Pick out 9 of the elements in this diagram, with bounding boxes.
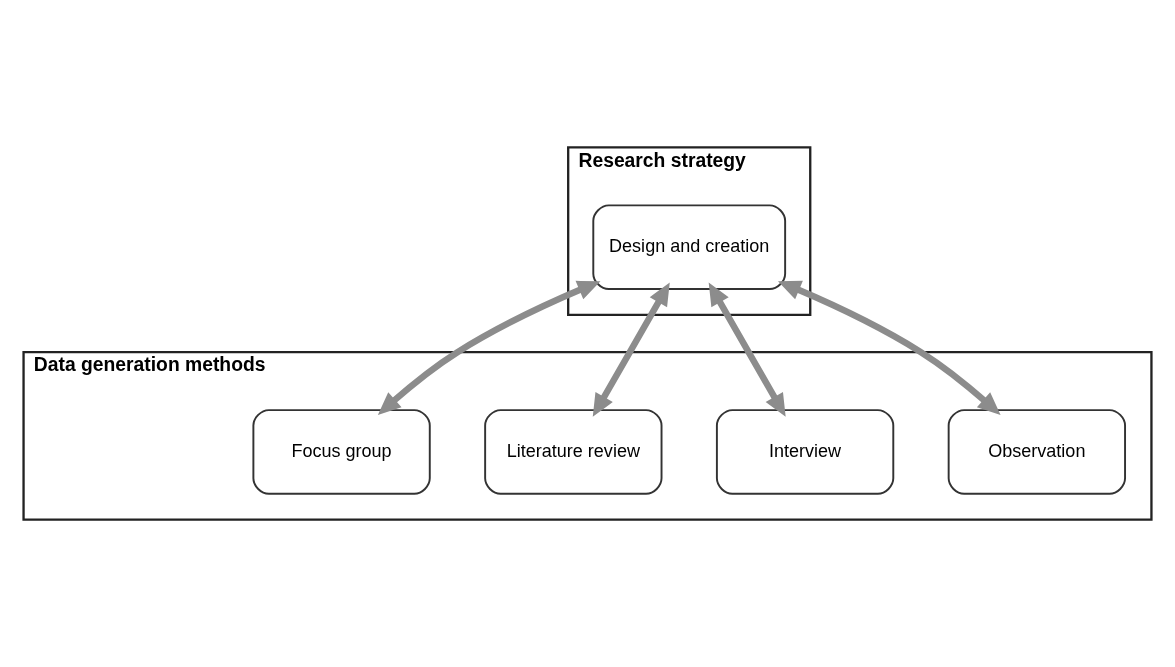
arrow <box>377 280 601 415</box>
arrow <box>708 282 786 417</box>
node-box: Interview <box>715 409 895 495</box>
node-box: Focus group <box>252 409 431 495</box>
node-box: Observation <box>947 409 1126 495</box>
node-box: Literature review <box>484 409 663 495</box>
node-box: Design and creation <box>592 204 787 291</box>
arrow <box>592 282 670 417</box>
arrow <box>777 280 1001 415</box>
